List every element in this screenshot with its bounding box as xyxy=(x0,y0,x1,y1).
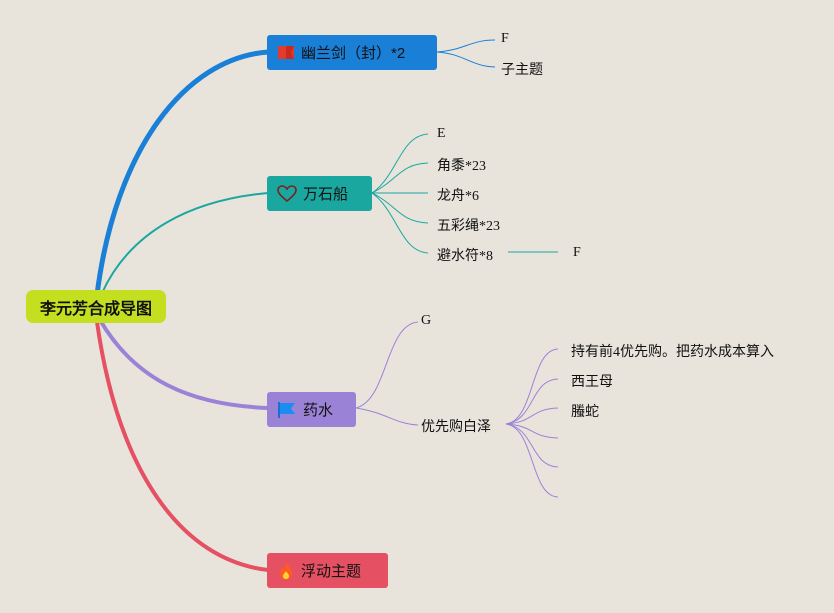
connector-b2-c4 xyxy=(371,192,429,224)
subtopic-b2-4[interactable]: 五彩绳*23 xyxy=(437,219,500,234)
branch-topic-1[interactable]: 幽兰剑（封）*2 xyxy=(267,35,437,70)
connector-b3-c1 xyxy=(355,321,419,409)
connector-b3-c2 xyxy=(355,407,419,426)
connector-b2-c5 xyxy=(371,192,429,254)
heart-icon xyxy=(277,184,297,203)
connector-b1-c2 xyxy=(436,51,496,68)
root-topic[interactable]: 李元芳合成导图 xyxy=(26,290,166,323)
subtopic-b2-3[interactable]: 龙舟*6 xyxy=(437,189,479,204)
branch-topic-2[interactable]: 万石船 xyxy=(267,176,372,211)
subtopic-b2-5-1[interactable]: F xyxy=(573,245,581,260)
subtopic-b3-2-3[interactable]: 螣蛇 xyxy=(571,405,599,420)
connector-root-branch-2 xyxy=(101,192,269,294)
branch-topic-4-label: 浮动主题 xyxy=(301,563,362,580)
red-flag-icon xyxy=(277,45,295,61)
fire-icon xyxy=(277,561,295,581)
subtopic-b1-1[interactable]: F xyxy=(501,31,509,46)
connector-b1-c1 xyxy=(436,39,496,53)
subtopic-b3-1[interactable]: G xyxy=(421,313,432,328)
connector-b2-c2 xyxy=(371,162,429,194)
branch-topic-4[interactable]: 浮动主题 xyxy=(267,553,388,588)
connector-b2-c1 xyxy=(371,133,429,194)
blue-flag-icon xyxy=(277,401,297,419)
subtopic-b2-1[interactable]: E xyxy=(437,126,446,141)
connector-root-branch-3 xyxy=(98,318,270,410)
branch-topic-2-label: 万石船 xyxy=(303,186,349,203)
branch-topic-1-label: 幽兰剑（封）*2 xyxy=(301,45,406,62)
subtopic-b3-2-1[interactable]: 持有前4优先购。把药水成本算入 xyxy=(571,345,774,360)
subtopic-b3-2-2[interactable]: 西王母 xyxy=(571,375,613,390)
subtopic-b1-2[interactable]: 子主题 xyxy=(501,63,543,78)
subtopic-b2-2[interactable]: 角黍*23 xyxy=(437,159,486,174)
branch-topic-3-label: 药水 xyxy=(303,402,334,419)
connector-root-branch-1 xyxy=(94,49,271,298)
subtopic-b3-2[interactable]: 优先购白泽 xyxy=(421,420,491,435)
subtopic-b2-5[interactable]: 避水符*8 xyxy=(437,249,493,264)
root-topic-label: 李元芳合成导图 xyxy=(39,300,152,318)
connector-root-branch-4 xyxy=(95,320,270,572)
branch-topic-3[interactable]: 药水 xyxy=(267,392,356,427)
